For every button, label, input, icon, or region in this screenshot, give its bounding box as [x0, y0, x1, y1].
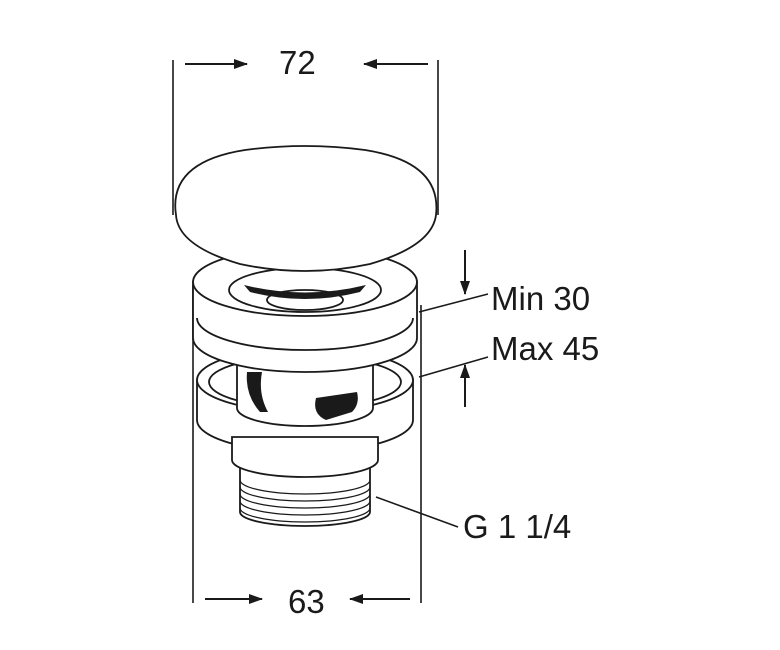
cage-slot-left: [246, 372, 268, 412]
tail-collar: [231, 436, 379, 478]
label-thread: G 1 1/4: [463, 508, 572, 545]
thread-ridges: [239, 479, 371, 523]
drain-body: [174, 145, 438, 527]
stem-bore: [266, 289, 344, 311]
upper-flange-ring: [196, 317, 414, 351]
cap-stem-shadow: [244, 285, 366, 299]
label-max-thickness: Max 45: [491, 330, 600, 367]
label-min-thickness: Min 30: [491, 280, 591, 317]
dimension-63: 63: [288, 583, 325, 620]
leader-max-45: [418, 356, 489, 378]
dimension-72: 72: [279, 44, 316, 81]
leader-lines: [375, 293, 489, 528]
leader-thread: [375, 496, 459, 528]
dimension-arrows: [185, 59, 470, 604]
cage-slot-right: [315, 392, 358, 420]
cap: [174, 145, 438, 272]
leader-min-30: [418, 293, 489, 313]
